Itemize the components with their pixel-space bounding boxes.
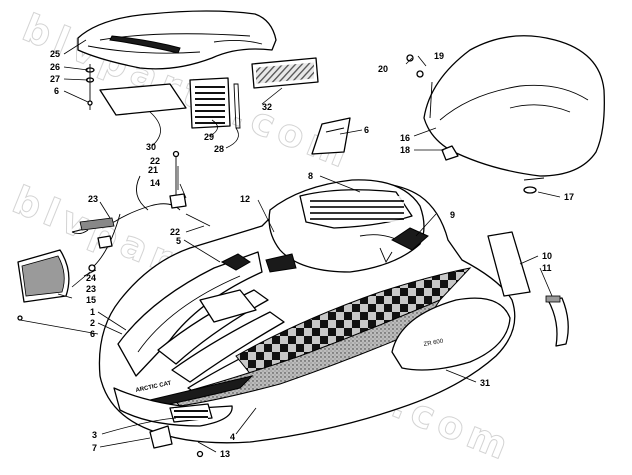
air-filter-element	[189, 77, 241, 129]
callout-29: 27	[50, 74, 60, 84]
callout-15: 14	[150, 178, 160, 188]
callout-8: 7	[92, 443, 97, 453]
callout-22: 21	[148, 165, 158, 175]
callout-24: 23	[88, 194, 98, 204]
hood-latch-12	[545, 295, 569, 347]
foam-pad	[99, 83, 187, 116]
hood-cable-assembly	[71, 150, 211, 272]
callout-13: 12	[240, 194, 250, 204]
callout-5: 5	[176, 236, 181, 246]
callout-14: 13	[220, 449, 230, 459]
callout-20: 19	[434, 51, 444, 61]
bracket-8	[149, 425, 204, 458]
hood-top-cover	[77, 10, 277, 70]
fastener-stack-left	[85, 64, 95, 110]
decal-strip-34	[251, 57, 319, 89]
callout-7: 6	[364, 125, 369, 135]
main-hood	[98, 179, 516, 444]
callout-2: 2	[90, 318, 95, 328]
callout-33: 31	[480, 378, 490, 388]
callout-12: 11	[542, 263, 552, 273]
headlight-cover-16	[17, 249, 70, 321]
side-decal-11	[487, 231, 531, 297]
callout-9: 8	[308, 171, 313, 181]
side-panel-decal: ZR 600	[423, 339, 444, 348]
callout-25: 23	[86, 284, 96, 294]
callout-11: 10	[542, 251, 552, 261]
callout-34: 32	[262, 102, 272, 112]
callout-30: 28	[214, 144, 224, 154]
decal-square-7	[311, 117, 351, 155]
callout-6-lower: 6	[90, 329, 95, 339]
callout-19: 18	[400, 145, 410, 155]
callout-17: 16	[400, 133, 410, 143]
callout-23-lower: 22	[170, 227, 180, 237]
callout-6-top: 6	[54, 86, 59, 96]
callout-31: 29	[204, 132, 214, 142]
callout-16: 15	[86, 295, 96, 305]
callout-32: 30	[146, 142, 156, 152]
callout-4: 4	[230, 432, 235, 442]
callout-3: 3	[92, 430, 97, 440]
callout-21: 20	[378, 64, 388, 74]
callout-26: 24	[86, 273, 96, 283]
callout-10: 9	[450, 210, 455, 220]
callout-27: 25	[50, 49, 60, 59]
callout-23-top: 22	[150, 156, 160, 166]
callouts: 25 26 27 6 30 29 28 32 6 19 20 16 18 17 …	[50, 49, 574, 459]
callout-1: 1	[90, 307, 95, 317]
leader-lines	[19, 39, 561, 453]
callout-28: 26	[50, 62, 60, 72]
windshield	[406, 35, 605, 194]
callout-18: 17	[564, 192, 574, 202]
